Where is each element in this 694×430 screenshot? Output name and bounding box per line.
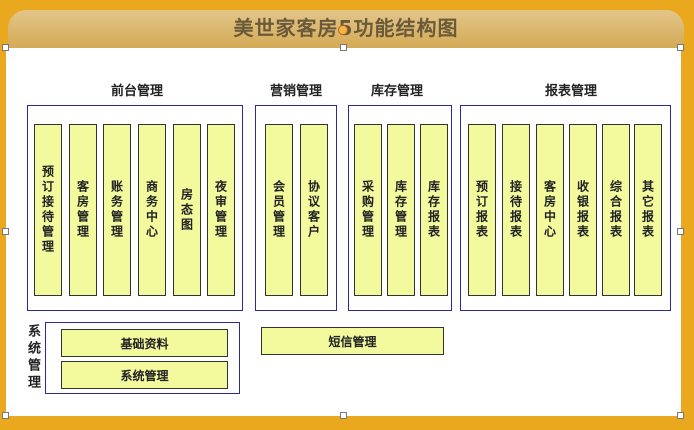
reports-item-reception[interactable]: 接待报表 — [502, 124, 530, 296]
reports-item-summary[interactable]: 综合报表 — [602, 124, 630, 296]
front-desk-item-business[interactable]: 商务中心 — [138, 124, 166, 296]
front-desk-item-reservation[interactable]: 预订接待管理 — [34, 124, 62, 296]
inventory-item-purchase[interactable]: 采购管理 — [354, 124, 382, 296]
inventory-label: 库存管理 — [370, 84, 423, 99]
reports-item-room-center[interactable]: 客房中心 — [536, 124, 564, 296]
resize-handle-bottom-left[interactable] — [2, 412, 9, 419]
reports-item-cashier[interactable]: 收银报表 — [569, 124, 597, 296]
reports-item-other[interactable]: 其它报表 — [634, 124, 662, 296]
reports-label: 报表管理 — [544, 84, 597, 99]
front-desk-item-night-audit[interactable]: 夜审管理 — [207, 124, 235, 296]
front-desk-item-room[interactable]: 客房管理 — [69, 124, 97, 296]
system-item-system[interactable]: 系统管理 — [61, 361, 228, 389]
inventory-item-stock-report[interactable]: 库存报表 — [420, 124, 448, 296]
marketing-item-member[interactable]: 会员管理 — [265, 124, 293, 296]
diagram-canvas: 前台管理 预订接待管理 客房管理 账务管理 商务中心 房态图 夜审管理 营销管理… — [6, 48, 681, 416]
resize-handle-bottom-right[interactable] — [677, 412, 684, 419]
resize-handle-bottom[interactable] — [340, 412, 347, 419]
sms-management-box[interactable]: 短信管理 — [261, 327, 444, 355]
front-desk-item-accounts[interactable]: 账务管理 — [103, 124, 131, 296]
resize-handle-top-left[interactable] — [2, 44, 9, 51]
marketing-label: 营销管理 — [269, 84, 322, 99]
reports-item-reservation[interactable]: 预订报表 — [468, 124, 496, 296]
inventory-item-stock[interactable]: 库存管理 — [387, 124, 415, 296]
resize-handle-right[interactable] — [677, 228, 684, 235]
front-desk-group: 预订接待管理 客房管理 账务管理 商务中心 房态图 夜审管理 — [27, 105, 243, 311]
resize-handle-top[interactable] — [340, 44, 347, 51]
marketing-item-agreement[interactable]: 协议客户 — [300, 124, 328, 296]
resize-handle-left[interactable] — [2, 228, 9, 235]
inventory-group: 采购管理 库存管理 库存报表 — [348, 105, 452, 311]
system-group: 基础资料 系统管理 — [45, 322, 240, 394]
rotate-handle[interactable] — [338, 25, 348, 35]
system-label: 系统管理 — [25, 324, 40, 392]
marketing-group: 会员管理 协议客户 — [255, 105, 337, 311]
front-desk-label: 前台管理 — [110, 84, 163, 99]
system-item-basic-data[interactable]: 基础资料 — [61, 329, 228, 357]
front-desk-item-room-status[interactable]: 房态图 — [173, 124, 201, 296]
reports-group: 预订报表 接待报表 客房中心 收银报表 综合报表 其它报表 — [460, 105, 671, 311]
resize-handle-top-right[interactable] — [677, 44, 684, 51]
